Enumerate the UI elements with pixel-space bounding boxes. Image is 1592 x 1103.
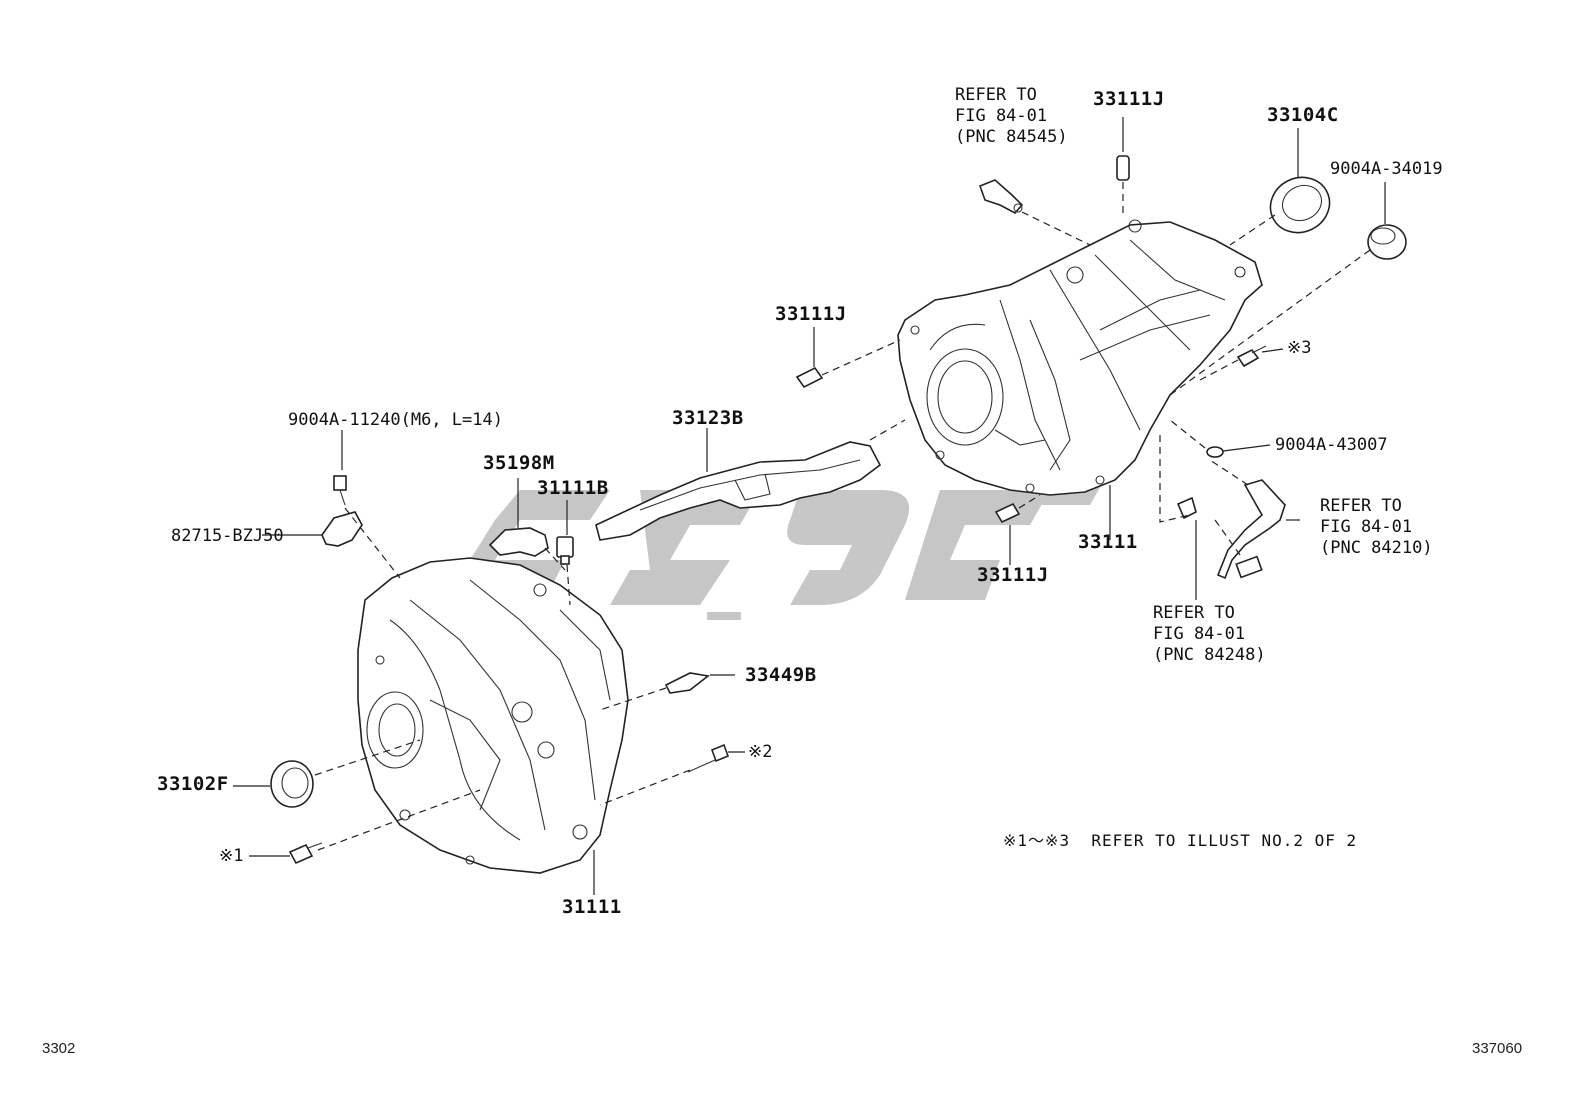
refer-84248-line2: FIG 84-01 [1153,624,1246,644]
label-9004a-11240: 9004A-11240(M6, L=14) [288,411,503,430]
label-mark2: ※2 [748,742,773,762]
refer-84248-line3: (PNC 84248) [1153,645,1266,665]
dowel-pin-33111j-top [1116,155,1130,181]
label-31111: 31111 [562,896,622,918]
label-33104c: 33104C [1267,104,1339,126]
label-35198m: 35198M [483,452,555,474]
label-31111b: 31111B [537,477,609,499]
label-9004a-43007: 9004A-43007 [1275,435,1388,455]
leader-lines [233,117,1386,895]
label-9004a-11240-code: 9004A-11240 [288,410,401,430]
label-33123b: 33123B [672,407,744,429]
clutch-housing-left [357,557,629,874]
label-33102f: 33102F [157,773,229,795]
refer-84210-line1: REFER TO [1320,496,1402,516]
bracket-82715-bzj50 [321,511,363,547]
bolt-mark1 [288,842,323,865]
refer-84210-line2: FIG 84-01 [1320,517,1413,537]
refer-84545-line2: FIG 84-01 [955,106,1048,126]
label-33449b: 33449B [745,664,817,686]
oil-seal-33104c [1269,176,1331,234]
bolt-mark3 [1236,345,1267,368]
refer-84248-line1: REFER TO [1153,603,1235,623]
plug-9004a-34019 [1367,224,1407,260]
dowel-pin-33111j-low [994,502,1021,524]
plate-33449b [664,672,710,694]
bracket-84248 [1176,496,1197,520]
sensor-harness-84210 [1216,479,1286,580]
label-33111-right: 33111 [1078,531,1138,553]
label-82715-bzj50: 82715-BZJ50 [171,526,284,546]
label-9004a-34019: 9004A-34019 [1330,159,1443,179]
dowel-pin-33111j-mid [795,366,824,389]
refer-84545-line3: (PNC 84545) [955,127,1068,147]
switch-sensor-84545 [978,179,1024,215]
refer-84545-line1: REFER TO [955,85,1037,105]
label-33111j-mid: 33111J [775,303,847,325]
label-mark3: ※3 [1287,338,1312,358]
bracket-35198m [488,527,549,557]
oil-seal-33102f [270,760,314,808]
alignment-lines [314,182,1371,851]
transaxle-case-right [897,219,1263,496]
label-33111j-low: 33111J [977,564,1049,586]
label-mark1: ※1 [219,846,244,866]
shift-fork-rail-33123b [595,441,882,541]
washer-9004a-43007 [1206,446,1224,458]
bolt-mark2 [687,743,730,773]
breather-31111b [556,536,574,565]
footnote-refer-illust: ※1～※3 REFER TO ILLUST NO.2 OF 2 [1003,831,1358,850]
label-33111j-top: 33111J [1093,88,1165,110]
figure-code: 337060 [1472,1040,1523,1057]
label-9004a-11240-spec: (M6, L=14) [400,410,503,430]
refer-84210-line3: (PNC 84210) [1320,538,1433,558]
bolt-9004a-11240 [333,475,347,506]
page-code: 3302 [42,1040,76,1057]
